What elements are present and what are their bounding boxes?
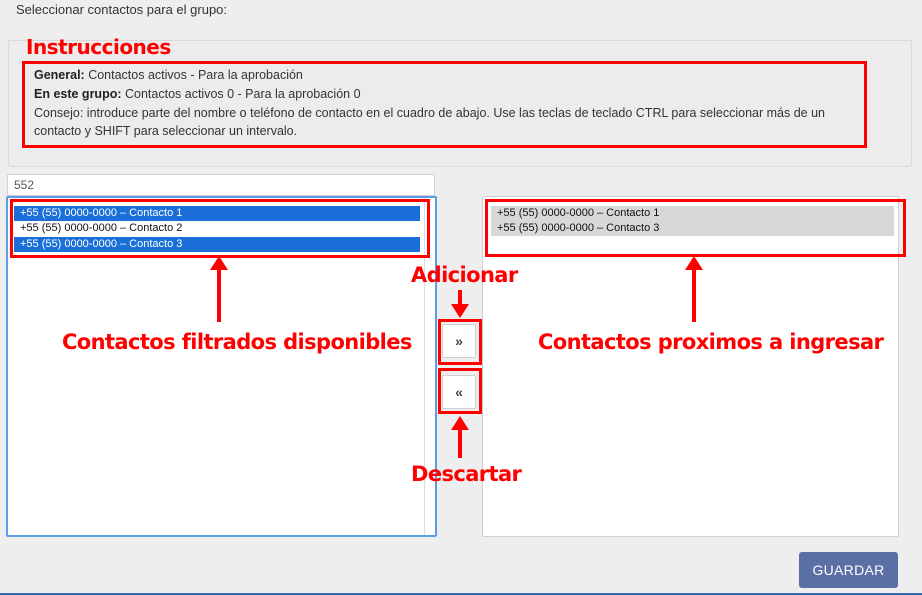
incoming-contact-option[interactable]: +55 (55) 0000-0000 – Contacto 1 (491, 206, 894, 221)
bottom-divider (0, 593, 922, 595)
tip-line-1: Consejo: introduce parte del nombre o te… (34, 106, 825, 120)
remove-contacts-button[interactable]: « (442, 375, 476, 409)
arrow-up-icon (451, 416, 469, 458)
general-stats: General: Contactos activos - Para la apr… (34, 68, 303, 82)
general-text: Contactos activos - Para la aprobación (84, 68, 303, 82)
remove-button-highlight-box (438, 368, 482, 414)
group-label: En este grupo: (34, 87, 122, 101)
arrow-up-icon (210, 256, 228, 322)
general-label: General: (34, 68, 85, 82)
save-button[interactable]: GUARDAR (799, 552, 898, 588)
instructions-title: Instrucciones (26, 35, 171, 59)
available-contact-option[interactable]: +55 (55) 0000-0000 – Contacto 2 (14, 221, 420, 236)
page-heading: Seleccionar contactos para el grupo: (16, 2, 228, 17)
contact-filter-input[interactable] (7, 174, 435, 196)
add-button-highlight-box (438, 319, 482, 365)
annotation-remove: Descartar (411, 462, 522, 486)
list-scrollbar-track[interactable] (424, 198, 425, 535)
arrow-down-icon (451, 290, 469, 318)
incoming-contact-option[interactable]: +55 (55) 0000-0000 – Contacto 3 (491, 221, 894, 236)
group-text: Contactos activos 0 - Para la aprobación… (121, 87, 361, 101)
arrow-up-icon (685, 256, 703, 322)
annotation-incoming: Contactos proximos a ingresar (538, 330, 884, 354)
available-contact-option[interactable]: +55 (55) 0000-0000 – Contacto 1 (14, 206, 420, 221)
annotation-add: Adicionar (411, 263, 518, 287)
incoming-contacts-list[interactable] (482, 196, 899, 537)
available-contact-option[interactable]: +55 (55) 0000-0000 – Contacto 3 (14, 237, 420, 252)
available-contacts-list[interactable] (6, 196, 437, 537)
incoming-highlight-box (485, 199, 906, 257)
tip-line-2: contacto y SHIFT para seleccionar un int… (34, 124, 298, 138)
instructions-highlight-box (22, 61, 867, 148)
add-contacts-button[interactable]: » (442, 324, 476, 358)
annotation-available: Contactos filtrados disponibles (62, 330, 412, 354)
available-highlight-box (10, 199, 430, 258)
group-stats: En este grupo: Contactos activos 0 - Par… (34, 87, 361, 101)
